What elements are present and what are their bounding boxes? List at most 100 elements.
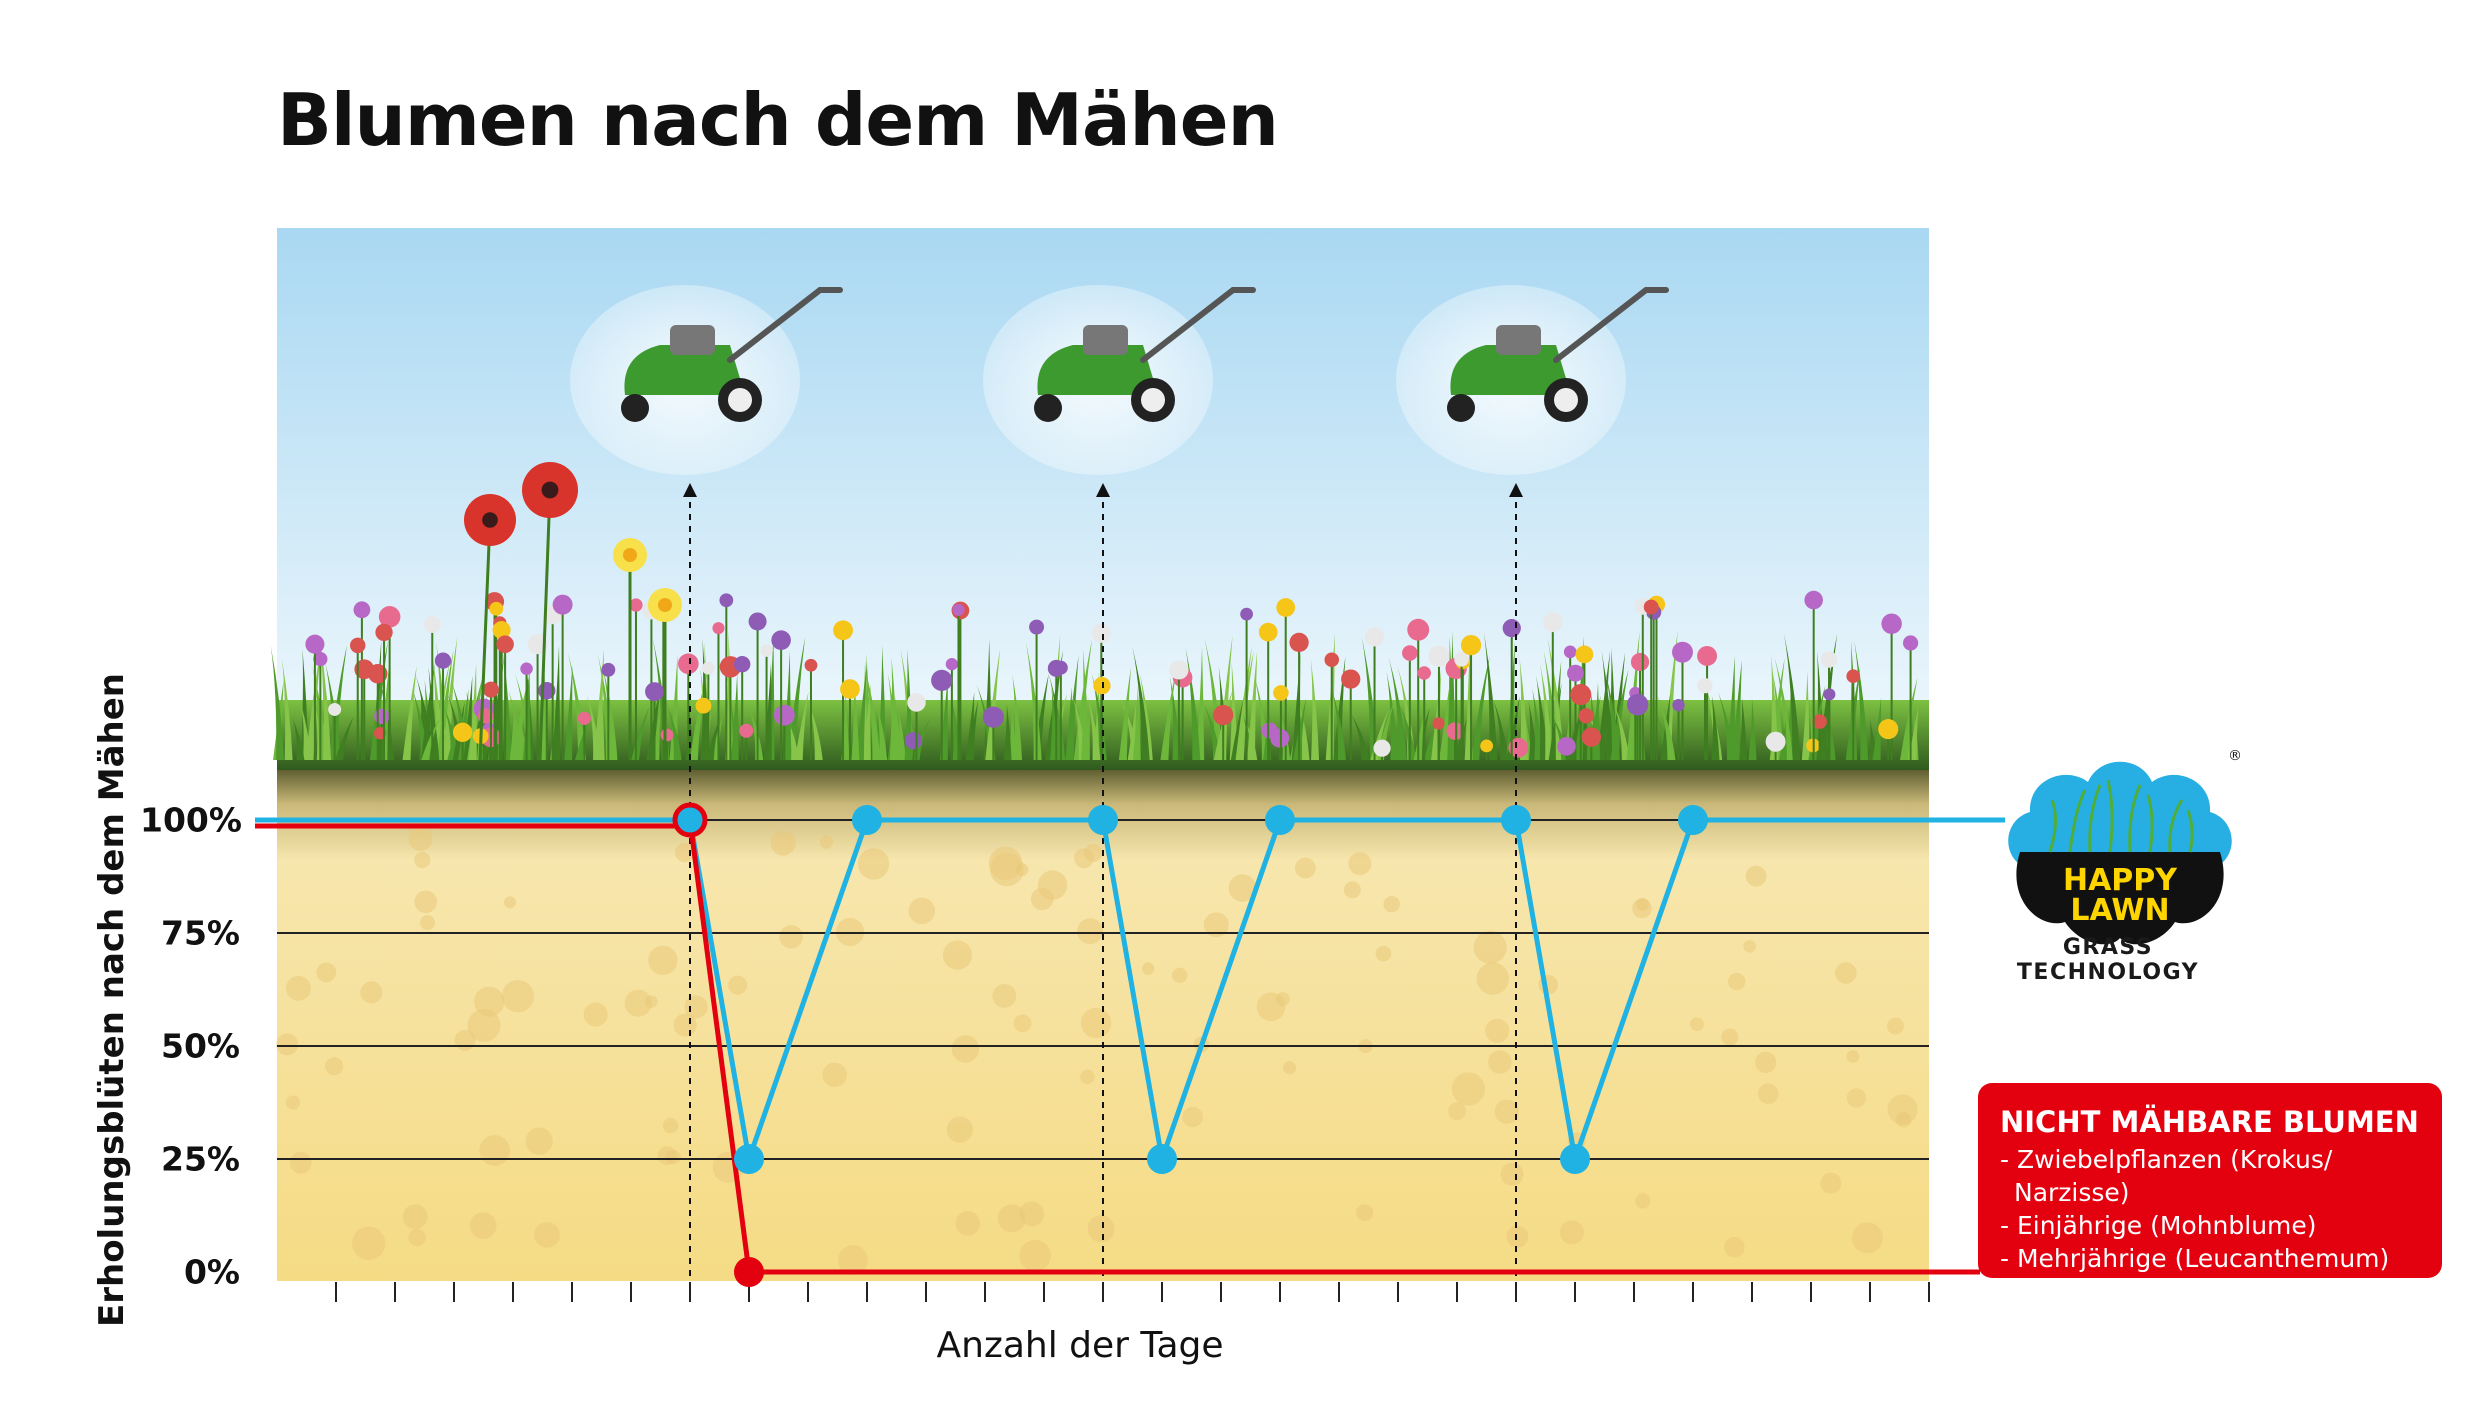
poppy-stem (478, 519, 492, 761)
flower-head (1402, 645, 1418, 661)
soil-stone (1203, 912, 1229, 938)
flower-head (434, 652, 452, 669)
grass-blade (586, 694, 602, 760)
grass-blade (1204, 637, 1223, 760)
flower-head (982, 706, 1004, 728)
grass-blade (862, 683, 871, 760)
soil-stone (285, 1095, 301, 1110)
flower-head (771, 630, 791, 650)
grass-blade (1230, 689, 1246, 760)
mower-wheel-front (1447, 394, 1475, 422)
grass-blade (763, 662, 772, 760)
soil-stone (1294, 857, 1316, 879)
soil-stone (997, 1204, 1026, 1233)
soil-stone (1473, 930, 1507, 964)
grass-blade (1784, 633, 1801, 760)
soil-stone (474, 986, 505, 1017)
flower-head (1093, 677, 1111, 695)
grass-blade (1065, 655, 1079, 760)
soil-stone (728, 975, 748, 995)
grass-blade (1118, 667, 1132, 760)
y-tick-label: 25% (161, 1139, 240, 1179)
grass-blade (1739, 697, 1748, 760)
flower-head (931, 669, 953, 691)
flower-head (712, 622, 725, 635)
grass-blade (564, 665, 573, 760)
soil-stone (1448, 1102, 1467, 1121)
data-point-happy-lawn (852, 805, 882, 835)
flower-head (1765, 731, 1786, 752)
soil-stone (942, 940, 973, 970)
flower-head (1812, 714, 1827, 729)
flower-meadow (305, 462, 1919, 761)
grass-blade (1331, 689, 1347, 760)
grass-blade (567, 652, 587, 760)
grass-blade (292, 717, 305, 760)
poppy-stem (538, 489, 552, 761)
flower-head (660, 728, 674, 742)
soil-stone (1820, 1172, 1842, 1194)
flower-head (350, 637, 366, 654)
data-point-non-mowable (734, 1257, 764, 1287)
soil-stone (1451, 1072, 1486, 1106)
soil-stone (1506, 1225, 1529, 1248)
soil-stone (1030, 887, 1054, 911)
daffodil-center (658, 598, 672, 612)
grass-blade (1711, 695, 1720, 760)
flower-head (1697, 646, 1718, 666)
soil-stone (1835, 962, 1857, 984)
grass-blade (421, 718, 440, 760)
grass-blade (602, 664, 618, 760)
info-item: Narzisse) (2014, 1178, 2130, 1207)
flower-head (353, 601, 371, 619)
grass-blade (1726, 655, 1735, 760)
soil-stone (657, 1146, 677, 1165)
soil-stone (501, 980, 535, 1013)
soil-stone (534, 1222, 560, 1248)
soil-stone (1080, 1069, 1095, 1085)
soil-stone (352, 1226, 386, 1260)
flower-head (423, 615, 441, 633)
soil-stone (1488, 1050, 1512, 1074)
soil-stone (414, 890, 438, 914)
y-axis-label-text: Erholungsblüten nach dem Mähen (92, 672, 132, 1328)
soil-stone (1689, 1017, 1704, 1032)
series-line-non-mowable (687, 819, 752, 1273)
flower-head (629, 598, 643, 612)
flower-head (1557, 736, 1576, 756)
grass-blade (1613, 702, 1630, 760)
soil-stone (955, 1211, 981, 1236)
flower-head (601, 662, 616, 677)
grass-blade (1718, 692, 1736, 760)
grass-blade (651, 704, 661, 760)
flower-head (739, 723, 754, 738)
flower-head (804, 658, 818, 672)
grass-blade (1413, 709, 1425, 760)
grass-blade (807, 699, 823, 760)
data-point-happy-lawn (1147, 1144, 1177, 1174)
poppy-center (541, 481, 559, 499)
data-point-happy-lawn (1560, 1144, 1590, 1174)
mower-wheel-front (1034, 394, 1062, 422)
flower-head (482, 681, 499, 698)
mower-wheel-hub (728, 388, 752, 412)
grass-blade (281, 658, 293, 760)
y-tick-label: 75% (161, 913, 240, 953)
grass-blade (985, 648, 1001, 760)
chart-title: Blumen nach dem Mähen (277, 78, 1279, 162)
y-tick-label: 50% (161, 1026, 240, 1066)
grass-blade (1087, 695, 1101, 760)
mowing-event-lines (683, 483, 1523, 1300)
soil-stone (1755, 1051, 1777, 1074)
grass-blade (1185, 647, 1201, 760)
grass-blade (667, 705, 682, 760)
flower-head (748, 612, 767, 631)
flower-head (328, 702, 342, 716)
grass-blade (851, 680, 860, 760)
flower-head (1432, 717, 1445, 730)
soil-stone (1375, 945, 1392, 962)
flower-head (1258, 622, 1278, 642)
flower-head (1454, 651, 1469, 667)
flower-head (1460, 634, 1482, 656)
logo-black-base (2016, 852, 2224, 945)
